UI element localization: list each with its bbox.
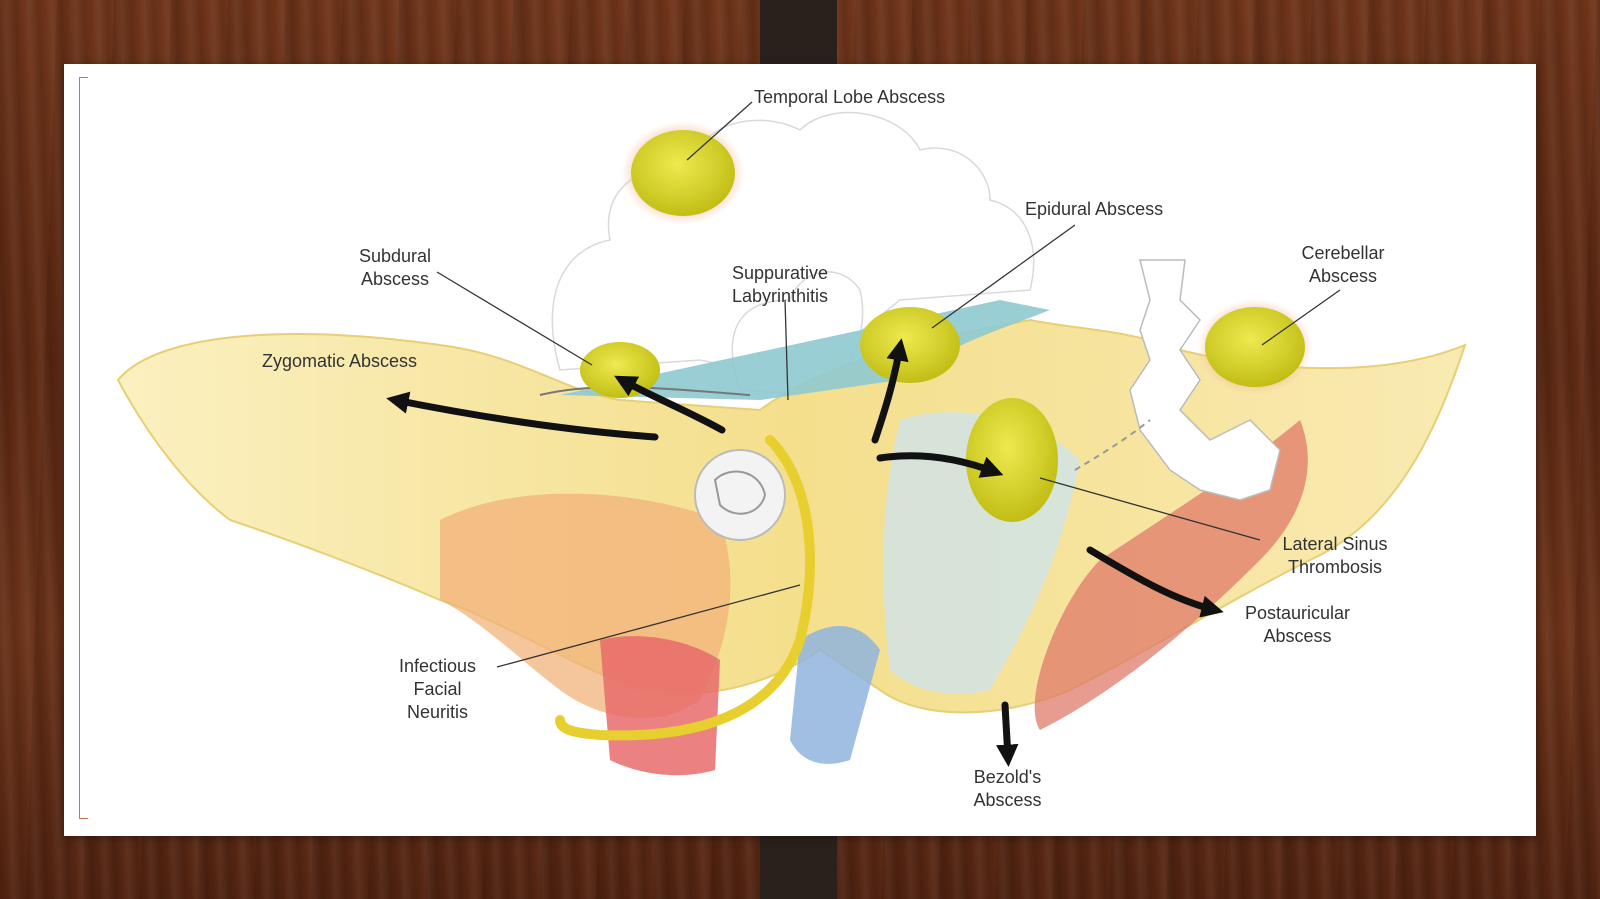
temporal-lobe-abscess — [621, 121, 745, 225]
ossicles — [694, 449, 786, 541]
lateral-sinus-abscess — [966, 398, 1058, 522]
leader-lines — [436, 101, 1341, 668]
dark-post-top — [760, 0, 837, 76]
facial-nerve — [555, 435, 815, 741]
arrow-subdural — [614, 375, 726, 434]
label-zygomatic-abscess: Zygomatic Abscess — [262, 351, 418, 371]
cerebellar-abscess — [1197, 299, 1313, 395]
subdural-abscess — [580, 342, 660, 398]
arrow-bezold — [996, 701, 1019, 767]
slide-bracket — [79, 77, 88, 819]
arrow-lateral-sinus — [876, 452, 1004, 478]
label-epidural-abscess: Epidural Abscess — [1025, 199, 1164, 219]
arrow-postauricular — [1086, 546, 1224, 618]
dark-post-bottom — [760, 826, 837, 899]
label-temporal-lobe-abscess: Temporal Lobe Abscess — [754, 87, 946, 107]
arrow-mastoid-dashed — [1074, 419, 1151, 471]
mastoid-air-cells — [1129, 259, 1281, 501]
arrow-zygomatic — [386, 391, 659, 441]
spread-arrows — [386, 338, 1224, 767]
arrow-epidural — [871, 338, 909, 444]
